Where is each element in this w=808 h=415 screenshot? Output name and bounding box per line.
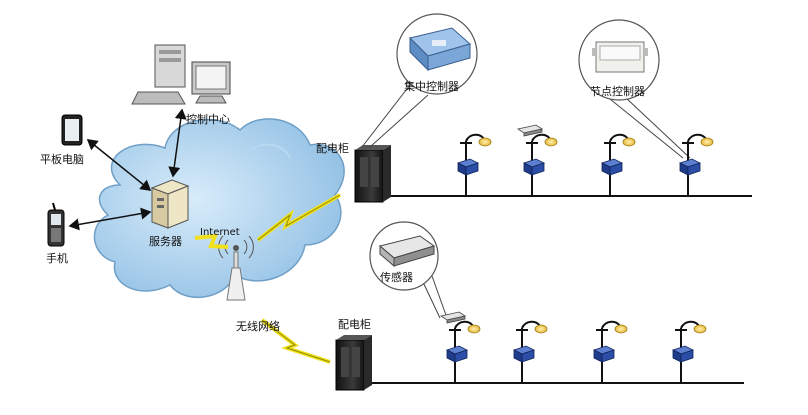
street-lamp-icon (600, 133, 636, 196)
label-node-controller: 节点控制器 (590, 85, 645, 98)
label-sensor: 传感器 (380, 271, 413, 284)
street-lamp-icon (456, 133, 492, 196)
label-server: 服务器 (149, 235, 182, 248)
tablet-icon (61, 114, 83, 146)
internet-cloud (93, 118, 345, 299)
street-lamp-icon (439, 311, 481, 383)
street-lamp-icon (678, 133, 714, 196)
server-icon (150, 179, 190, 229)
central-controller-callout (396, 13, 478, 95)
distribution-cabinet-top (354, 145, 391, 203)
mobile-phone-icon (47, 202, 65, 247)
label-control-center: 控制中心 (186, 113, 230, 126)
label-tablet: 平板电脑 (40, 153, 84, 166)
label-phone: 手机 (46, 252, 68, 265)
callout-lines (361, 84, 691, 319)
street-lamp-icon (671, 320, 707, 383)
street-lamp-icon (512, 320, 548, 383)
connection-arrows (68, 108, 187, 231)
street-lamp-icon (592, 320, 628, 383)
street-lamp-icon (516, 124, 558, 196)
sensor-callout (369, 221, 439, 291)
lightning-bolt-icon (194, 193, 341, 364)
label-cabinet-top: 配电柜 (316, 142, 349, 155)
label-central-controller: 集中控制器 (404, 80, 459, 93)
ground-lines (362, 195, 752, 384)
node-controller-callout (578, 19, 660, 101)
label-wireless-network: 无线网络 (236, 320, 280, 333)
label-cabinet-bottom: 配电柜 (338, 318, 371, 331)
desktop-computer-icon (131, 44, 231, 105)
street-lamps (439, 124, 714, 383)
distribution-cabinet-bottom (335, 335, 372, 391)
label-internet: Internet (200, 227, 240, 238)
